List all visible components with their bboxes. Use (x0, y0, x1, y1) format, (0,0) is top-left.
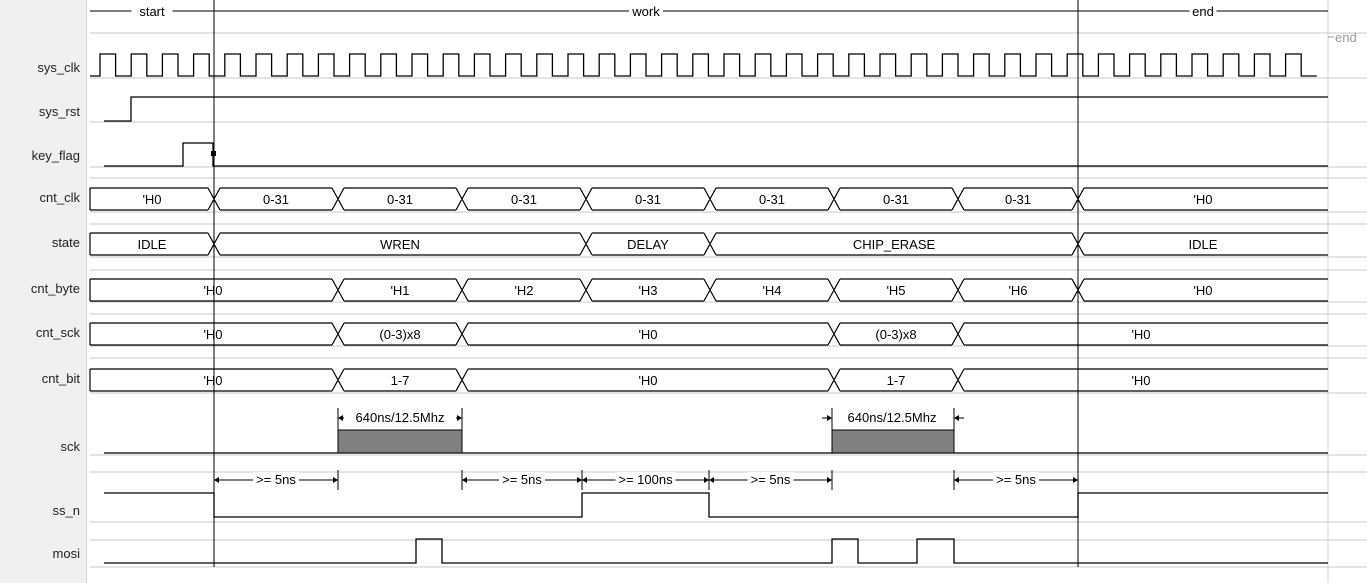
cnt-byte-segment-label: 'H3 (638, 283, 657, 298)
signal-label-cnt-clk: cnt_clk (39, 190, 80, 205)
signal-label-cnt-sck: cnt_sck (35, 325, 80, 340)
sck-period-1-arrow-left (338, 415, 343, 421)
ss-n-timing-4-arrow-right (827, 477, 832, 483)
ss-n-timing-5-arrow-left (954, 477, 959, 483)
ss-n-timing-bg (253, 472, 299, 486)
sck-period-1-arrow-right (457, 415, 462, 421)
ss-n-timing-3-label: >= 100ns (618, 472, 673, 487)
cnt-clk-segment-label: 0-31 (263, 192, 289, 207)
ss-n-timing-2-label: >= 5ns (502, 472, 542, 487)
sck-period-1-bg (344, 410, 456, 424)
cnt-bit-segment-label: 1-7 (391, 373, 410, 388)
cnt-clk-segment-label: 0-31 (387, 192, 413, 207)
phase-work-label-bg (629, 4, 663, 18)
sck-burst-1 (337, 429, 463, 454)
ss-n-timing-5-label: >= 5ns (996, 472, 1036, 487)
ss-n-timing-3-arrow-right (704, 477, 709, 483)
cnt-sck-segment-label: 'H0 (203, 327, 222, 342)
ss-n-timing-1-arrow-left (214, 477, 219, 483)
ss-n-wave (104, 492, 1328, 518)
signal-label-sys-clk: sys_clk (37, 60, 80, 75)
signal-label-ss-n: ss_n (52, 503, 80, 518)
cnt-byte-segment-label: 'H0 (1193, 283, 1212, 298)
ss-n-timing-bg (615, 472, 676, 486)
state-segment-label: WREN (380, 237, 420, 252)
sck-period-2-arrow-left (827, 415, 832, 421)
cnt-clk-segment-label: 0-31 (635, 192, 661, 207)
cnt-clk-segment-label: 0-31 (1005, 192, 1031, 207)
ss-n-timing-bg (747, 472, 794, 486)
cnt-bit-segment-label: 'H0 (1131, 373, 1150, 388)
ss-n-timing-5-arrow-right (1073, 477, 1078, 483)
cnt-byte-segment-label: 'H4 (762, 283, 781, 298)
sck-period-2-arrow-right (954, 415, 959, 421)
sck-period-2-label: 640ns/12.5Mhz (848, 410, 937, 425)
ss-n-timing-4-arrow-left (709, 477, 714, 483)
ss-n-timing-bg (993, 472, 1039, 486)
cnt-bit-segment-label: 1-7 (887, 373, 906, 388)
cnt-bit-bus (89, 368, 1328, 392)
signal-label-sck: sck (60, 439, 81, 454)
state-segment-label: IDLE (1189, 237, 1218, 252)
sys-rst-wave (104, 96, 1328, 122)
cnt-clk-segment-label: 0-31 (883, 192, 909, 207)
phase-end-label: end (1192, 4, 1214, 19)
key-flag-marker (211, 151, 216, 156)
cnt-clk-segment-label: 'H0 (1193, 192, 1212, 207)
mosi-wave (104, 538, 1328, 564)
ss-n-timing-4-label: >= 5ns (751, 472, 791, 487)
ss-n-timing-1-label: >= 5ns (256, 472, 296, 487)
cnt-bit-segment-label: 'H0 (203, 373, 222, 388)
phase-start-label: start (139, 4, 165, 19)
state-segment-label: DELAY (627, 237, 669, 252)
ss-n-timing-1-arrow-right (333, 477, 338, 483)
cnt-clk-bus (89, 187, 1328, 211)
signal-label-cnt-bit: cnt_bit (41, 371, 80, 386)
phase-work-label: work (631, 4, 660, 19)
ss-n-timing-3-arrow-left (582, 477, 587, 483)
state-segment-label: IDLE (138, 237, 167, 252)
signal-label-column (0, 0, 87, 583)
cnt-sck-segment-label: 'H0 (638, 327, 657, 342)
cnt-sck-segment-label: (0-3)x8 (379, 327, 420, 342)
phase-end-label-bg (1189, 4, 1217, 18)
cnt-byte-segment-label: 'H1 (390, 283, 409, 298)
signal-label-key-flag: key_flag (31, 148, 80, 163)
sck-burst-2 (831, 429, 955, 454)
ss-n-timing-bg (499, 472, 545, 486)
ss-n-timing-2-arrow-right (577, 477, 582, 483)
cnt-byte-bus (89, 278, 1328, 302)
cnt-clk-segment-label: 0-31 (759, 192, 785, 207)
cnt-sck-bus (89, 322, 1328, 346)
cnt-byte-segment-label: 'H5 (886, 283, 905, 298)
phase-start-label-bg (131, 4, 173, 18)
signal-label-mosi: mosi (52, 546, 80, 561)
cnt-byte-segment-label: 'H6 (1008, 283, 1027, 298)
cnt-byte-segment-label: 'H0 (203, 283, 222, 298)
signal-label-sys-rst: sys_rst (38, 104, 80, 119)
signal-label-cnt-byte: cnt_byte (30, 281, 80, 296)
ss-n-timing-2-arrow-left (462, 477, 467, 483)
cnt-clk-segment-label: 'H0 (142, 192, 161, 207)
sck-period-1-label: 640ns/12.5Mhz (356, 410, 445, 425)
end-marker-label: end (1335, 30, 1357, 45)
state-segment-label: CHIP_ERASE (853, 237, 936, 252)
state-bus (89, 232, 1328, 256)
cnt-clk-segment-label: 0-31 (511, 192, 537, 207)
key-flag-wave (104, 142, 1328, 167)
cnt-byte-segment-label: 'H2 (514, 283, 533, 298)
cnt-bit-segment-label: 'H0 (638, 373, 657, 388)
cnt-sck-segment-label: (0-3)x8 (875, 327, 916, 342)
sys-clk-wave (90, 53, 1317, 77)
cnt-sck-segment-label: 'H0 (1131, 327, 1150, 342)
signal-label-state: state (51, 235, 80, 250)
